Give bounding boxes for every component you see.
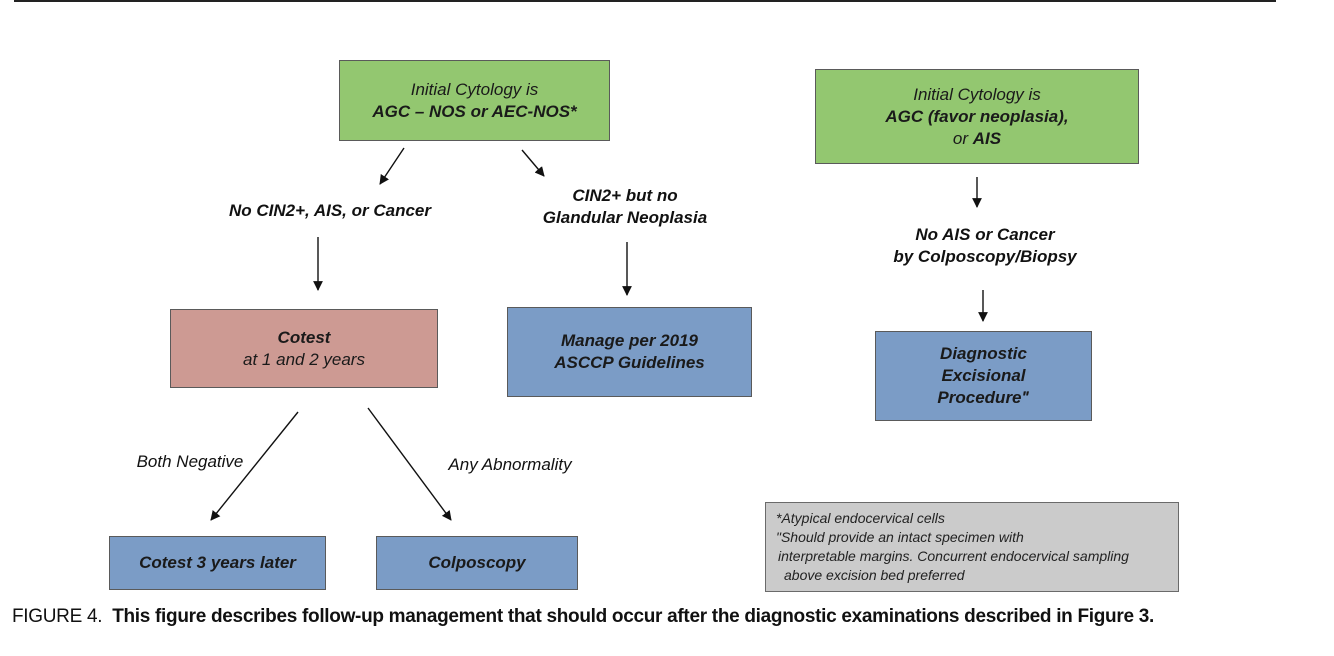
right-start-line3: or AIS — [953, 128, 1001, 150]
both-negative-label: Both Negative — [136, 452, 244, 471]
cotest-later-box: Cotest 3 years later — [109, 536, 326, 590]
colposcopy-box-text: Colposcopy — [428, 553, 526, 572]
colposcopy-box: Colposcopy — [376, 536, 578, 590]
footnote-line1: *Atypical endocervical cells — [776, 510, 945, 526]
caption-text: This figure describes follow-up manageme… — [112, 606, 1154, 627]
arrow-cotest-to-abnormality — [367, 407, 452, 521]
right-start-line3-bold: AIS — [972, 128, 1002, 148]
manage-box-line1: Manage per 2019 — [560, 331, 698, 350]
no-ais-label-line2: by Colposcopy/Biopsy — [893, 247, 1077, 266]
arrow-cotest-to-negative — [210, 411, 299, 521]
arrow-start-to-no-cin2 — [379, 147, 405, 185]
start-box-agc-nos: Initial Cytology is AGC – NOS or AEC-NOS… — [339, 60, 610, 141]
start-box-line1: Initial Cytology is — [410, 79, 539, 99]
arrow-start-to-cin2 — [521, 149, 545, 177]
cotest-later-box-text: Cotest 3 years later — [139, 553, 296, 572]
cin2-label-line2: Glandular Neoplasia — [542, 208, 708, 227]
right-start-line2: AGC (favor neoplasia), — [885, 106, 1069, 126]
footnote-box: *Atypical endocervical cells ʺShould pro… — [765, 502, 1179, 592]
cin2-label: CIN2+ but no Glandular Neoplasia — [510, 185, 740, 229]
no-cin2-label: No CIN2+, AIS, or Cancer — [228, 201, 431, 220]
cotest-box-line2: at 1 and 2 years — [243, 349, 365, 369]
no-ais-label-line1: No AIS or Cancer — [915, 225, 1055, 244]
footnote-line2: ʺShould provide an intact specimen with — [776, 529, 1024, 545]
manage-box: Manage per 2019 ASCCP Guidelines — [507, 307, 752, 397]
no-ais-label: No AIS or Cancer by Colposcopy/Biopsy — [840, 224, 1130, 268]
start-box-line2: AGC – NOS or AEC-NOS* — [372, 101, 577, 121]
procedure-box-line1: Diagnostic — [940, 344, 1027, 363]
right-start-line3-prefix: or — [952, 128, 973, 148]
top-rule — [14, 0, 1276, 2]
cin2-label-line1: CIN2+ but no — [572, 186, 678, 205]
procedure-box: Diagnostic Excisional Procedureʺ — [875, 331, 1092, 421]
right-start-line1: Initial Cytology is — [913, 84, 1041, 104]
manage-box-line2: ASCCP Guidelines — [554, 353, 705, 372]
any-abnormality-label: Any Abnormality — [448, 455, 572, 474]
cotest-box-line1: Cotest — [277, 327, 331, 347]
caption-label: FIGURE 4. — [12, 606, 103, 627]
procedure-box-line2: Excisional — [941, 366, 1026, 385]
procedure-box-line3: Procedureʺ — [937, 388, 1030, 407]
footnote-line4: above excision bed preferred — [784, 567, 965, 583]
footnote-line3: interpretable margins. Concurrent endoce… — [778, 548, 1129, 564]
figure-caption: FIGURE 4. This figure describes follow-u… — [12, 604, 1322, 630]
start-box-agc-neoplasia: Initial Cytology is AGC (favor neoplasia… — [815, 69, 1139, 164]
cotest-box: Cotest at 1 and 2 years — [170, 309, 438, 388]
